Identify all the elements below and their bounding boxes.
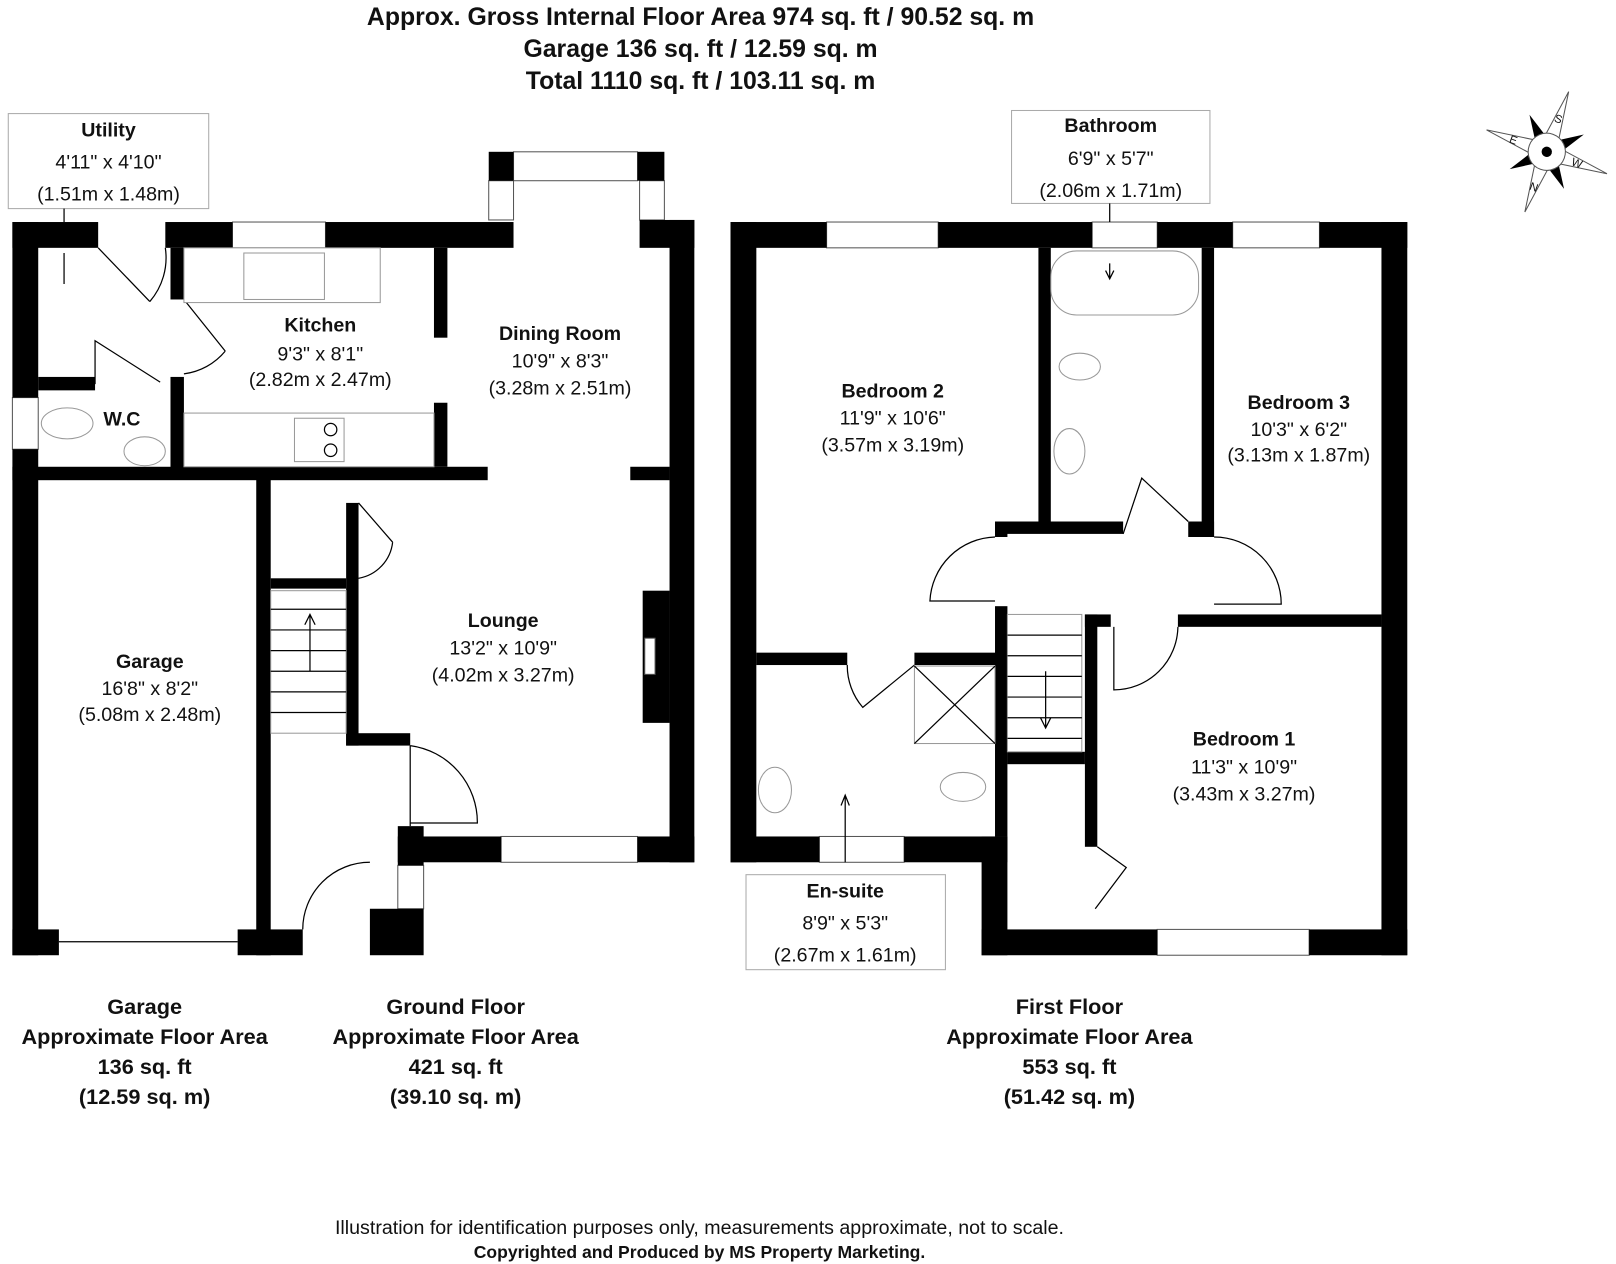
room-metric: (2.82m x 2.47m) [249,369,392,391]
header-total-area: Total 1110 sq. ft / 103.11 sq. m [526,68,876,95]
disclaimer: Illustration for identification purposes… [335,1217,1064,1239]
room-dining: Dining Room 10'9" x 8'3" (3.28m x 2.51m) [489,323,632,400]
first-floor-plan [730,221,1408,956]
room-name: Utility [81,119,136,141]
room-imperial: 8'9" x 5'3" [802,912,888,934]
ground-floor-plan [11,151,695,956]
room-name: Garage [116,651,184,673]
room-bathroom: Bathroom 6'9" x 5'7" (2.06m x 1.71m) [1039,115,1182,202]
room-metric: (3.43m x 3.27m) [1173,783,1316,805]
floor-sqm: (39.10 sq. m) [390,1084,521,1109]
room-wc: W.C [103,408,140,430]
room-bedroom-1: Bedroom 1 11'3" x 10'9" (3.43m x 3.27m) [1173,729,1316,806]
room-imperial: 9'3" x 8'1" [277,343,363,365]
room-kitchen: Kitchen 9'3" x 8'1" (2.82m x 2.47m) [249,314,392,391]
room-metric: (3.13m x 1.87m) [1227,445,1370,467]
compass-w: W [1570,156,1584,171]
floor-sqft: 553 sq. ft [1022,1054,1116,1079]
floor-name: Ground Floor [386,994,525,1019]
room-name: Dining Room [499,323,621,345]
room-name: Kitchen [284,314,356,336]
stairs [270,590,347,734]
room-name: Bathroom [1064,115,1157,137]
room-name: Bedroom 1 [1193,729,1296,751]
floor-name: Garage [107,994,182,1019]
floor-sqft: 421 sq. ft [409,1054,503,1079]
floor-sqm: (12.59 sq. m) [79,1084,210,1109]
header-gross-area: Approx. Gross Internal Floor Area 974 sq… [367,4,1034,31]
room-metric: (1.51m x 1.48m) [37,183,180,205]
room-utility: Utility 4'11" x 4'10" (1.51m x 1.48m) [37,119,180,205]
room-metric: (2.67m x 1.61m) [774,944,917,966]
room-ensuite: En-suite 8'9" x 5'3" (2.67m x 1.61m) [774,880,917,966]
room-imperial: 10'3" x 6'2" [1250,419,1347,441]
header-garage-area: Garage 136 sq. ft / 12.59 sq. m [523,36,877,63]
floor-label: Approximate Floor Area [333,1024,580,1049]
floor-name: First Floor [1016,994,1124,1019]
area-header: Approx. Gross Internal Floor Area 974 sq… [367,4,1034,95]
room-name: Lounge [468,610,539,632]
room-name: En-suite [807,880,884,902]
compass-e: E [1507,134,1519,148]
room-name: Bedroom 3 [1248,392,1351,414]
compass-n: N [1528,181,1540,195]
floor-area-first: First Floor Approximate Floor Area 553 s… [946,994,1193,1109]
room-metric: (5.08m x 2.48m) [78,704,221,726]
compass-s: S [1552,113,1564,127]
room-metric: (3.28m x 2.51m) [489,377,632,399]
floor-label: Approximate Floor Area [946,1024,1193,1049]
room-bedroom-3: Bedroom 3 10'3" x 6'2" (3.13m x 1.87m) [1227,392,1370,467]
room-imperial: 4'11" x 4'10" [55,151,161,173]
room-metric: (3.57m x 3.19m) [821,434,964,456]
floor-area-ground: Ground Floor Approximate Floor Area 421 … [333,994,580,1109]
room-imperial: 16'8" x 8'2" [101,678,198,700]
room-imperial: 11'3" x 10'9" [1191,756,1297,778]
room-imperial: 13'2" x 10'9" [449,638,557,660]
room-metric: (4.02m x 3.27m) [432,665,575,687]
floor-sqm: (51.42 sq. m) [1004,1084,1135,1109]
room-imperial: 11'9" x 10'6" [840,407,946,429]
room-metric: (2.06m x 1.71m) [1039,180,1182,202]
floor-label: Approximate Floor Area [21,1024,268,1049]
floor-area-garage: Garage Approximate Floor Area 136 sq. ft… [21,994,268,1109]
copyright: Copyrighted and Produced by MS Property … [474,1242,926,1262]
room-bedroom-2: Bedroom 2 11'9" x 10'6" (3.57m x 3.19m) [821,381,964,457]
room-imperial: 6'9" x 5'7" [1068,148,1154,170]
room-imperial: 10'9" x 8'3" [512,351,609,373]
room-garage: Garage 16'8" x 8'2" (5.08m x 2.48m) [78,651,221,726]
compass-icon: S N E W [1486,91,1608,213]
room-name: Bedroom 2 [841,381,944,403]
room-lounge: Lounge 13'2" x 10'9" (4.02m x 3.27m) [432,610,575,687]
floor-sqft: 136 sq. ft [98,1054,192,1079]
